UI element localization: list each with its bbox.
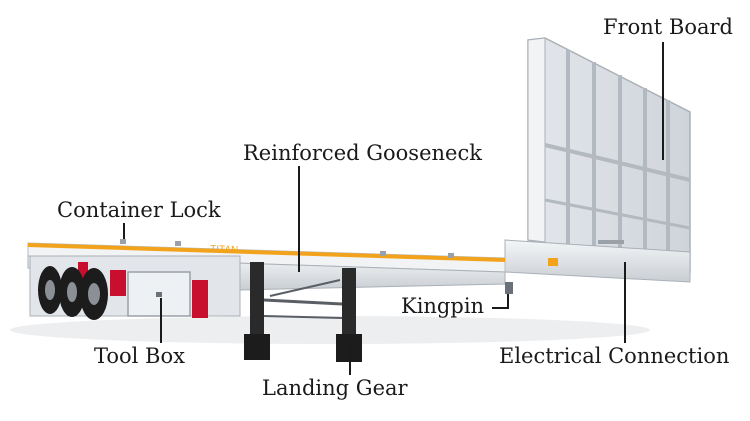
container-lock-marker [120,239,126,244]
label-landing-gear: Landing Gear [262,376,408,400]
label-tool-box: Tool Box [94,344,185,368]
trailer-deck [27,239,506,291]
brand-mark: TITAN [210,244,239,256]
label-electrical-connection: Electrical Connection [499,344,730,368]
label-kingpin: Kingpin [401,294,485,318]
leader-kingpin [492,294,509,309]
leader-lines [123,42,664,375]
front-board [527,37,691,273]
wheel-set [38,266,108,320]
ground-shadow [10,316,650,344]
landing-gear-shape [244,262,362,362]
label-reinforced-gooseneck: Reinforced Gooseneck [243,141,482,165]
label-front-board: Front Board [603,15,733,39]
kingpin-shape [505,282,513,294]
label-container-lock: Container Lock [57,198,221,222]
